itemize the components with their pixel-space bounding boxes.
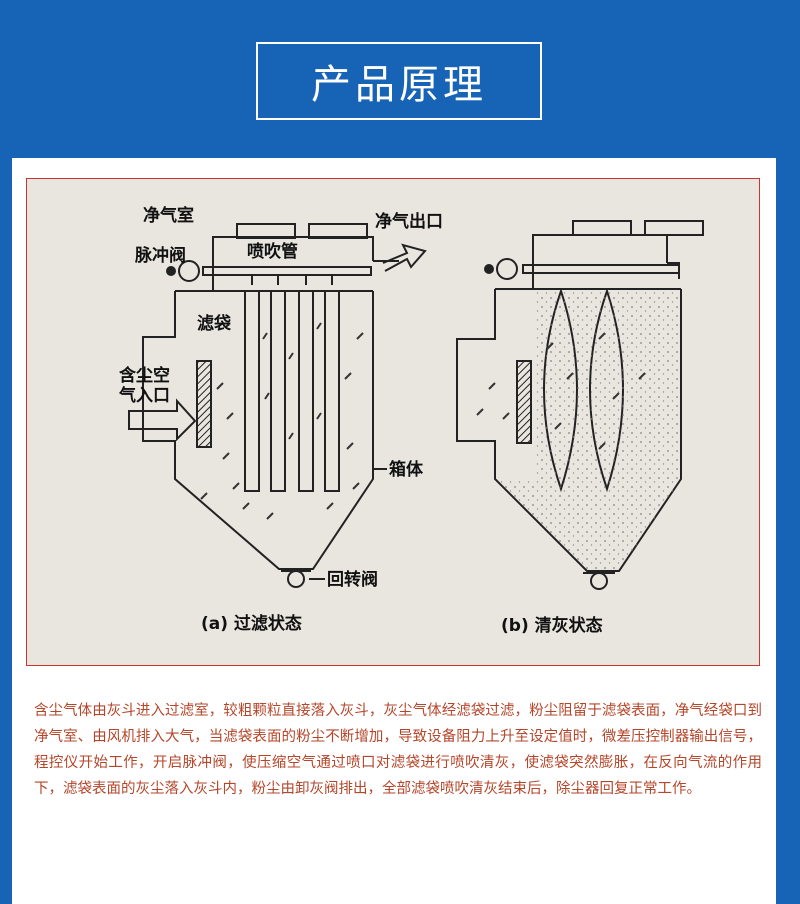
label-dusty-inlet-1: 含尘空: [119, 365, 170, 386]
label-box-body: 箱体: [389, 459, 424, 480]
caption-a: (a) 过滤状态: [201, 613, 302, 634]
inlet-baffle-a: [196, 360, 212, 448]
clean-outlet-arrow: [382, 243, 427, 272]
rotary-valve-icon-b: [590, 572, 608, 590]
label-rotary-valve: 回转阀: [327, 569, 378, 590]
blow-pipe-b: [522, 264, 680, 274]
content-panel: 净气室 净气出口 脉冲阀 喷吹管 滤袋 含尘空 气入口 箱体 回转阀 (a) 过…: [12, 158, 776, 904]
chamber-cap-right-b: [644, 220, 704, 236]
box-body-a: [142, 291, 374, 570]
pulse-valve-nozzle: [166, 266, 176, 276]
chamber-cap-right: [308, 223, 368, 239]
diagram-svg: 净气室 净气出口 脉冲阀 喷吹管 滤袋 含尘空 气入口 箱体 回转阀 (a) 过…: [118, 205, 704, 636]
filter-bag-3: [298, 290, 314, 492]
label-clean-chamber: 净气室: [143, 205, 194, 226]
dust-cloud-b: [495, 291, 681, 571]
pulse-valve-icon-b: [496, 258, 518, 280]
chamber-cap-left-b: [572, 220, 632, 236]
label-filter-bag: 滤袋: [197, 313, 232, 334]
title-box: 产品原理: [256, 42, 542, 120]
blow-pipe: [202, 266, 372, 276]
dust-particles-a: [200, 322, 364, 520]
diagram-a: [128, 223, 427, 588]
principle-diagram: 净气室 净气出口 脉冲阀 喷吹管 滤袋 含尘空 气入口 箱体 回转阀 (a) 过…: [26, 178, 760, 666]
pulse-valve-icon: [178, 260, 200, 282]
label-blow-pipe: 喷吹管: [247, 241, 298, 262]
inlet-arrow: [128, 398, 197, 442]
chamber-cap-left: [236, 223, 296, 239]
dust-particles-b: [476, 332, 646, 450]
filter-bag-2: [270, 290, 286, 492]
page-title: 产品原理: [311, 62, 487, 108]
principle-description: 含尘气体由灰斗进入过滤室，较粗颗粒直接落入灰斗，灰尘气体经滤袋过滤，粉尘阻留于滤…: [34, 703, 762, 797]
filter-bag-4: [324, 290, 340, 492]
rotary-valve-icon: [287, 570, 305, 588]
label-clean-outlet: 净气出口: [375, 211, 443, 232]
filter-bag-1: [244, 290, 260, 492]
inlet-baffle-b: [516, 360, 532, 444]
caption-b: (b) 清灰状态: [501, 615, 603, 636]
label-pulse-valve: 脉冲阀: [134, 245, 186, 266]
clean-chamber-outline: [212, 236, 374, 291]
label-dusty-inlet-2: 气入口: [118, 385, 170, 406]
